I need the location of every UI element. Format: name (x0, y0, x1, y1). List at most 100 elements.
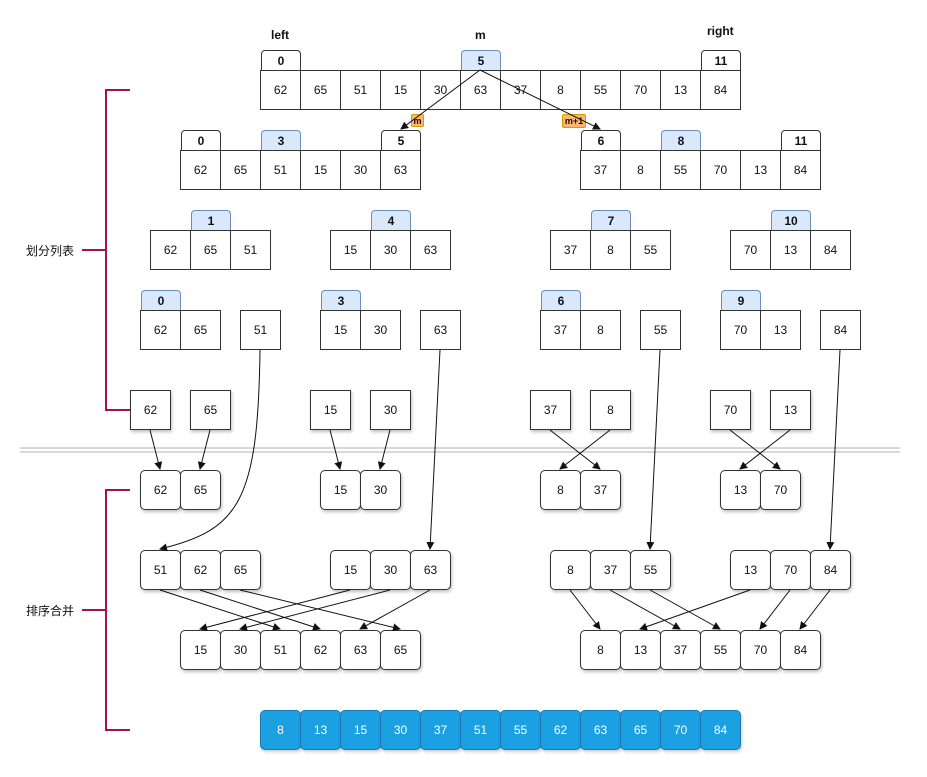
merge1-cell: 70 (760, 470, 801, 510)
l1-right-mid-index: 8 (661, 130, 701, 150)
merge2-cell: 37 (590, 550, 631, 590)
final-cell: 70 (660, 710, 701, 750)
merge1-cell: 65 (180, 470, 221, 510)
l1-right-cell: 8 (620, 150, 661, 190)
merge3-cell: 37 (660, 630, 701, 670)
merge1-cell: 30 (360, 470, 401, 510)
left-label: left (271, 28, 289, 42)
l2-mid-index: 7 (591, 210, 631, 230)
single-cell: 8 (590, 390, 631, 430)
l1-right-cell: 37 (580, 150, 621, 190)
merge3-cell: 65 (380, 630, 421, 670)
m-plus-one-tag: m+1 (562, 114, 586, 128)
l2-cell: 13 (770, 230, 811, 270)
final-cell: 13 (300, 710, 341, 750)
top-array-cell: 84 (700, 70, 741, 110)
mid-label: m (475, 28, 486, 42)
l1-left-cell: 15 (300, 150, 341, 190)
l2-mid-index: 4 (371, 210, 411, 230)
merge1-cell: 8 (540, 470, 581, 510)
merge2-cell: 30 (370, 550, 411, 590)
single-cell: 37 (530, 390, 571, 430)
merge1-arrows (149, 429, 791, 470)
l3-pair-cell: 37 (540, 310, 581, 350)
final-cell: 55 (500, 710, 541, 750)
merge-section-label: 排序合并 (26, 604, 75, 618)
l3-pair-cell: 8 (580, 310, 621, 350)
top-mid-index: 5 (461, 50, 501, 70)
l3-single-cell: 55 (640, 310, 681, 350)
top-right-index: 11 (701, 50, 741, 70)
l1-left-cell: 62 (180, 150, 221, 190)
l1-left-right-index: 5 (381, 130, 421, 150)
merge3-cell: 84 (780, 630, 821, 670)
top-array-cell: 30 (420, 70, 461, 110)
split-section-label: 划分列表 (26, 244, 75, 258)
top-array-cell: 15 (380, 70, 421, 110)
single-cell: 15 (310, 390, 351, 430)
split-arrows (400, 69, 601, 130)
final-cell: 51 (460, 710, 501, 750)
l3-mid-index: 6 (541, 290, 581, 310)
l2-cell: 55 (630, 230, 671, 270)
single-cell: 30 (370, 390, 411, 430)
l2-cell: 51 (230, 230, 271, 270)
single-cell: 70 (710, 390, 751, 430)
l3-pair-cell: 62 (140, 310, 181, 350)
l3-mid-index: 9 (721, 290, 761, 310)
l2-cell: 15 (330, 230, 371, 270)
merge-bracket (82, 489, 130, 731)
l2-mid-index: 1 (191, 210, 231, 230)
l2-cell: 84 (810, 230, 851, 270)
merge3-arrows (159, 589, 831, 632)
final-cell: 65 (620, 710, 661, 750)
l1-left-mid-index: 3 (261, 130, 301, 150)
l3-mid-index: 0 (141, 290, 181, 310)
merge2-cell: 13 (730, 550, 771, 590)
l3-single-cell: 63 (420, 310, 461, 350)
merge3-cell: 15 (180, 630, 221, 670)
top-array-cell: 65 (300, 70, 341, 110)
single-cell: 13 (770, 390, 811, 430)
single-cell: 65 (190, 390, 231, 430)
l3-pair-cell: 13 (760, 310, 801, 350)
l1-right-left-index: 6 (581, 130, 621, 150)
merge1-cell: 13 (720, 470, 761, 510)
merge2-cell: 15 (330, 550, 371, 590)
l1-right-cell: 70 (700, 150, 741, 190)
l1-left-cell: 63 (380, 150, 421, 190)
merge2-cell: 55 (630, 550, 671, 590)
single-cell: 62 (130, 390, 171, 430)
merge2-cell: 84 (810, 550, 851, 590)
merge3-cell: 13 (620, 630, 661, 670)
l3-mid-index: 3 (321, 290, 361, 310)
top-left-index: 0 (261, 50, 301, 70)
l2-cell: 63 (410, 230, 451, 270)
leftover-arrows (159, 349, 841, 552)
l2-cell: 37 (550, 230, 591, 270)
final-cell: 84 (700, 710, 741, 750)
l1-left-cell: 30 (340, 150, 381, 190)
merge1-cell: 37 (580, 470, 621, 510)
l1-left-left-index: 0 (181, 130, 221, 150)
merge2-cell: 63 (410, 550, 451, 590)
m-tag: m (411, 114, 424, 127)
split-bracket (82, 89, 130, 411)
l3-single-cell: 51 (240, 310, 281, 350)
top-array-cell: 51 (340, 70, 381, 110)
l3-pair-cell: 15 (320, 310, 361, 350)
l2-cell: 62 (150, 230, 191, 270)
l3-single-cell: 84 (820, 310, 861, 350)
right-label: right (707, 24, 734, 38)
merge2-cell: 70 (770, 550, 811, 590)
merge3-cell: 30 (220, 630, 261, 670)
l2-mid-index: 10 (771, 210, 811, 230)
l2-cell: 65 (190, 230, 231, 270)
final-cell: 37 (420, 710, 461, 750)
final-cell: 30 (380, 710, 421, 750)
l3-pair-cell: 65 (180, 310, 221, 350)
merge1-cell: 62 (140, 470, 181, 510)
section-divider (20, 447, 900, 453)
